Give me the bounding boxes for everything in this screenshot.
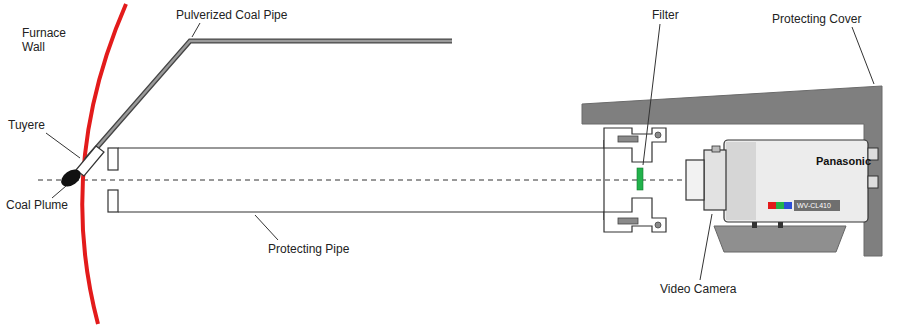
camera-mount: [714, 226, 846, 252]
tuyere: [76, 146, 104, 176]
coal-pipe-inner: [86, 41, 452, 160]
filter: [637, 168, 643, 190]
part-label: Protecting Pipe: [268, 242, 349, 256]
connector: [868, 176, 878, 188]
lens-front: [686, 160, 704, 200]
lens-ring: [712, 146, 720, 152]
pipe-top: [118, 147, 604, 148]
brand-label: Panasonic: [816, 154, 871, 168]
part-label: Protecting Cover: [772, 12, 861, 26]
model-plate: [794, 200, 840, 211]
pipe-flange: [108, 190, 118, 212]
camera-body: [724, 140, 868, 222]
center-line: [38, 180, 700, 181]
part-label: Filter: [652, 8, 679, 22]
part-label: Video Camera: [660, 282, 737, 296]
protecting-cover: [582, 86, 882, 256]
coal-plume: [58, 166, 84, 190]
stripe: [768, 202, 776, 209]
camera-side: [726, 142, 756, 220]
part-label: Pulverized Coal Pipe: [176, 8, 287, 22]
pipe-end: [603, 140, 604, 220]
flange-assembly: [604, 128, 666, 232]
stripe: [784, 202, 792, 209]
leader-lines: [46, 23, 874, 280]
coal-pipe: [86, 41, 452, 160]
model-label: WV-CL410: [797, 201, 831, 210]
pipe-bottom: [118, 211, 604, 212]
bolts: [618, 132, 661, 228]
lens-barrel: [704, 150, 726, 210]
wall-label: Furnace Wall: [22, 26, 74, 54]
part-label: Tuyere: [8, 118, 45, 132]
pipe-flange: [108, 148, 118, 170]
stripe: [776, 202, 784, 209]
part-label: Coal Plume: [6, 198, 68, 212]
